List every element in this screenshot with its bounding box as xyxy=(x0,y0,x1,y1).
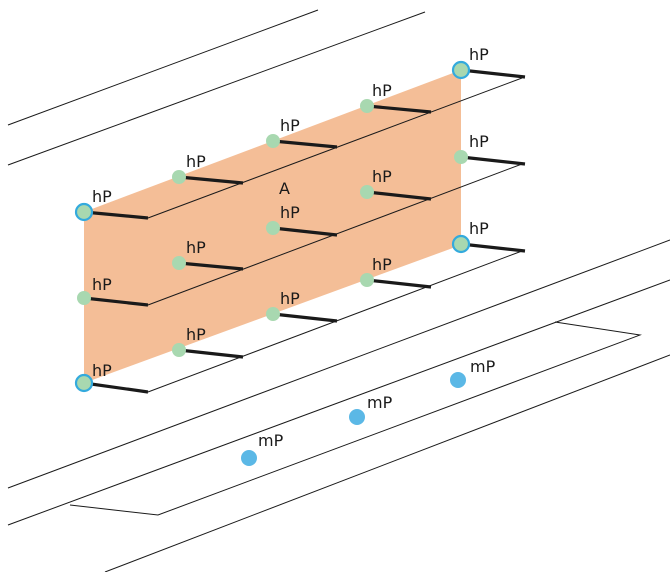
tick xyxy=(460,68,526,79)
mp-points xyxy=(241,372,466,466)
hp-label: hP xyxy=(280,289,300,308)
ticks xyxy=(83,68,526,394)
hp-point xyxy=(454,150,468,164)
tick xyxy=(178,348,244,359)
lower-guide-line xyxy=(7,239,670,489)
hp-corner-points xyxy=(74,60,471,393)
hp-point xyxy=(266,307,280,321)
hp-label: hP xyxy=(280,116,300,135)
base-slab-outline xyxy=(69,321,642,516)
hp-point xyxy=(172,343,186,357)
hp-points xyxy=(77,99,468,357)
tick xyxy=(272,226,338,237)
tick xyxy=(83,296,149,307)
mp-point xyxy=(450,372,466,388)
tick xyxy=(460,155,526,166)
tick xyxy=(366,104,432,114)
mp-point xyxy=(349,409,365,425)
upper-guide-lines xyxy=(7,9,426,166)
hp-label: hP xyxy=(186,238,206,257)
hp-point xyxy=(266,134,280,148)
hp-corner-point xyxy=(74,202,94,222)
hp-label: hP xyxy=(92,361,112,380)
hp-corner-point xyxy=(451,234,471,254)
hp-point xyxy=(172,256,186,270)
mp-label: mP xyxy=(367,393,393,412)
hp-labels: hP hP hP hP hP hP hP hP hP hP hP hP hP h… xyxy=(92,45,489,380)
hp-point xyxy=(360,185,374,199)
tick xyxy=(178,261,244,271)
hp-point xyxy=(266,221,280,235)
mp-label: mP xyxy=(258,431,284,450)
hp-corner-point xyxy=(451,60,471,80)
mp-labels: mP mP mP xyxy=(258,357,496,450)
tick xyxy=(366,278,432,289)
tick xyxy=(460,242,526,253)
tick xyxy=(178,175,244,185)
hp-label: hP xyxy=(469,45,489,64)
hp-point xyxy=(360,99,374,113)
hp-label: hP xyxy=(372,81,392,100)
hp-label: hP xyxy=(186,152,206,171)
lower-guide-line xyxy=(7,279,670,526)
tick xyxy=(83,381,149,394)
tick xyxy=(83,210,149,220)
panel-a-label: A xyxy=(279,179,290,198)
tick xyxy=(366,190,432,201)
hp-point xyxy=(77,291,91,305)
hp-label: hP xyxy=(372,255,392,274)
mp-point xyxy=(241,450,257,466)
upper-guide-line xyxy=(7,11,426,166)
hp-label: hP xyxy=(186,325,206,344)
hp-label: hP xyxy=(280,203,300,222)
hp-label: hP xyxy=(469,132,489,151)
lower-guide-lines xyxy=(7,239,670,572)
tick xyxy=(272,139,338,149)
hp-label: hP xyxy=(92,275,112,294)
hp-label: hP xyxy=(92,187,112,206)
lower-guide-line xyxy=(104,354,670,572)
hp-label: hP xyxy=(469,219,489,238)
mp-label: mP xyxy=(470,357,496,376)
hp-corner-point xyxy=(74,373,94,393)
hp-point xyxy=(172,170,186,184)
hp-point xyxy=(360,273,374,287)
tick xyxy=(272,312,338,323)
hp-label: hP xyxy=(372,167,392,186)
upper-guide-line xyxy=(7,9,319,126)
